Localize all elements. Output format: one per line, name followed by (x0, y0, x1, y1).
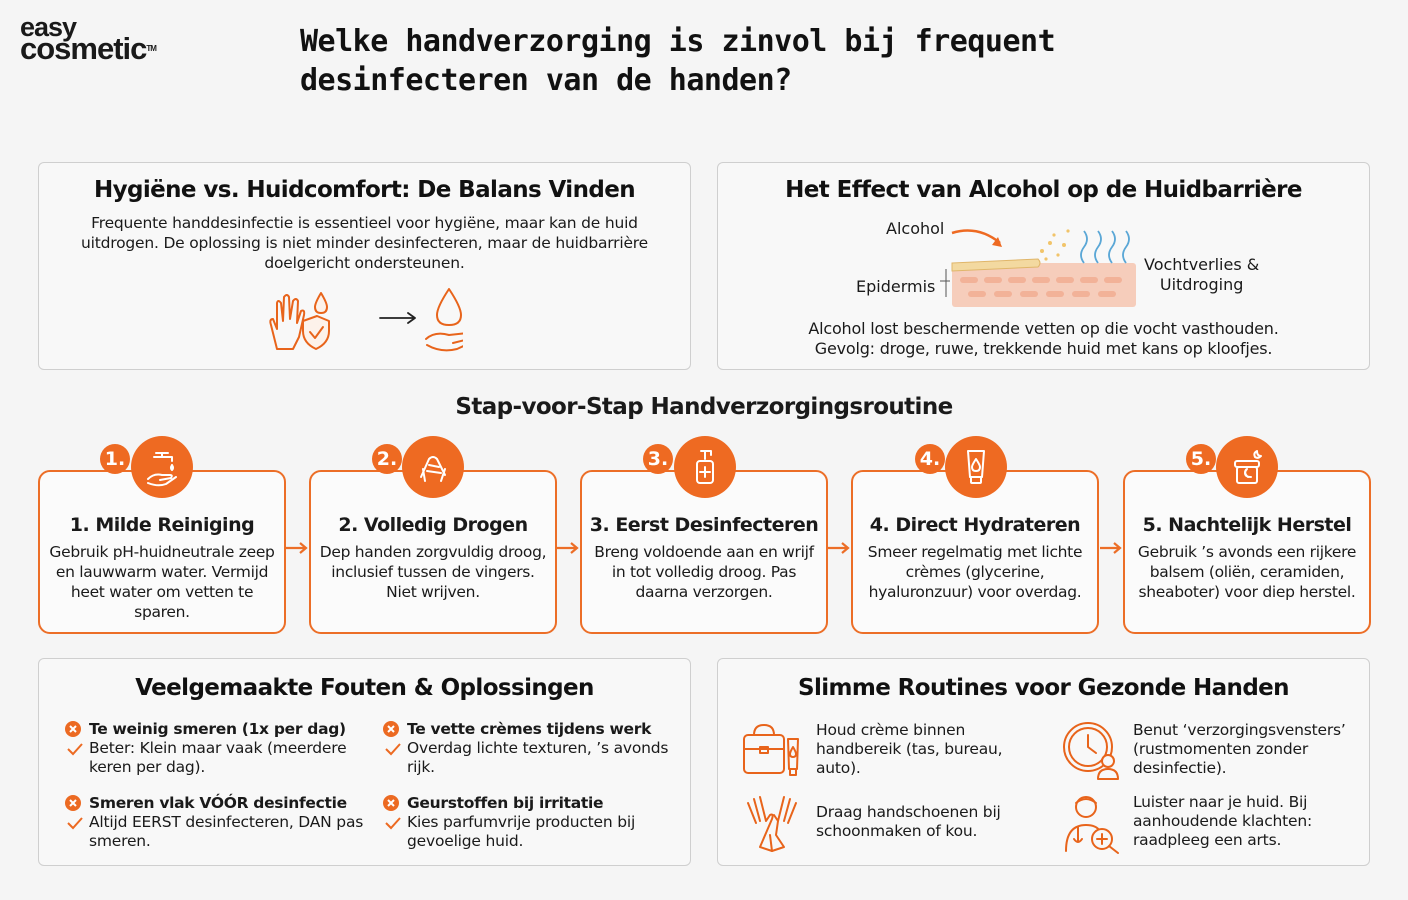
fix-text-4: Kies parfumvrije producten bij gevoelige… (407, 813, 636, 850)
epidermis-label: Epidermis (856, 277, 936, 296)
step-card-4: 4. Direct Hydrateren Smeer regelmatig me… (851, 470, 1099, 634)
routines-heading: Slimme Routines voor Gezonde Handen (798, 675, 1290, 701)
skin-barrier-diagram (940, 229, 1136, 307)
sanitizer-pump-icon (696, 450, 714, 484)
step-5-icon-circle (1216, 436, 1278, 498)
step-arrow-3-icon (828, 542, 850, 554)
routines-card: Slimme Routines voor Gezonde Handen Houd… (717, 658, 1370, 866)
mistakes-heading: Veelgemaakte Fouten & Oplossingen (135, 675, 594, 701)
balance-text: Frequente handdesinfectie is essentieel … (81, 214, 648, 272)
page-title: Welke handverzorging is zinvol bij frequ… (300, 24, 1056, 98)
routine-text-4: Luister naar je huid. Bij aanhoudende kl… (1133, 793, 1313, 849)
mistake-item-1: Te weinig smeren (1x per dag) Beter: Kle… (65, 719, 365, 777)
cream-tube-icon (967, 450, 985, 484)
step-arrow-2-icon (557, 542, 579, 554)
step-arrow-4-icon (1100, 542, 1122, 554)
gloves-icon (747, 796, 797, 852)
balance-card: Hygiëne vs. Huidcomfort: De Balans Vinde… (38, 162, 691, 370)
step-text-1: Gebruik pH-huidneutrale zeep en lauwwarm… (49, 543, 275, 621)
fix-text-2: Overdag lichte texturen, ’s avonds rijk. (407, 739, 669, 776)
step-number-2: 2. (372, 444, 402, 474)
alcohol-heading: Het Effect van Alcohol op de Huidbarrièr… (785, 177, 1302, 203)
balance-heading: Hygiëne vs. Huidcomfort: De Balans Vinde… (93, 177, 636, 203)
alcohol-text-line-1: Alcohol lost beschermende vetten op die … (808, 319, 1279, 338)
step-title-5: 5. Nachtelijk Herstel (1142, 514, 1352, 536)
mistake-text-2: Te vette crèmes tijdens werk (407, 720, 652, 738)
check-icon (385, 817, 401, 830)
step-3-icon-circle (674, 436, 736, 498)
alcohol-text: Alcohol lost beschermende vetten op die … (718, 319, 1369, 359)
step-number-3: 3. (643, 444, 673, 474)
towel-hands-icon (420, 456, 446, 482)
step-text-3: Breng voldoende aan en wrijf in tot voll… (594, 543, 814, 601)
step-2-icon-circle (402, 436, 464, 498)
step-number-5: 5. (1186, 444, 1216, 474)
step-title-1: 1. Milde Reiniging (69, 514, 255, 536)
routine-text-3: Draag handschoenen bij schoonmaken of ko… (816, 803, 1001, 840)
fix-text-3: Altijd EERST desinfecteren, DAN pas smer… (89, 813, 364, 850)
fix-text-1: Beter: Klein maar vaak (meerdere keren p… (89, 739, 347, 776)
bag-cream-icon (743, 724, 799, 776)
faucet-hand-icon (147, 452, 177, 487)
routine-heading: Stap-voor-Stap Handverzorgingsroutine (455, 394, 953, 420)
mistake-item-2: Te vette crèmes tijdens werk Overdag lic… (383, 719, 673, 777)
alcohol-text-line-2: Gevolg: droge, ruwe, trekkende huid met … (814, 339, 1273, 358)
mistakes-card: Veelgemaakte Fouten & Oplossingen Te wei… (38, 658, 691, 866)
x-circle-icon (383, 721, 399, 737)
step-card-1: 1. Milde Reiniging Gebruik pH-huidneutra… (38, 470, 286, 634)
mistake-text-3: Smeren vlak VÓÓR desinfectie (89, 794, 347, 812)
hand-shield-to-care-icon (269, 288, 463, 352)
step-text-4: Smeer regelmatig met lichte crèmes (glyc… (867, 543, 1083, 601)
x-circle-icon (65, 721, 81, 737)
check-icon (385, 743, 401, 756)
x-circle-icon (65, 795, 81, 811)
step-number-1: 1. (100, 444, 130, 474)
x-circle-icon (383, 795, 399, 811)
routine-text-2: Benut ‘verzorgingsvensters’ (rustmomente… (1133, 721, 1346, 777)
mistake-item-4: Geurstoffen bij irritatie Kies parfumvri… (383, 793, 673, 851)
clock-person-icon (1063, 722, 1119, 780)
step-card-2: 2. Volledig Drogen Dep handen zorgvuldig… (309, 470, 557, 634)
mistake-text-1: Te weinig smeren (1x per dag) (89, 720, 346, 738)
step-text-2: Dep handen zorgvuldig droog, inclusief t… (319, 543, 547, 601)
moisture-loss-line-2: Uitdroging (1159, 275, 1244, 294)
moisture-loss-label: Vochtverlies & Uitdroging (1144, 255, 1259, 295)
logo-line-1: easy (20, 12, 77, 42)
moisture-loss-line-1: Vochtverlies & (1144, 255, 1260, 274)
step-title-2: 2. Volledig Drogen (338, 514, 528, 536)
step-number-4: 4. (915, 444, 945, 474)
night-balm-jar-icon (1234, 450, 1262, 484)
alcohol-card: Het Effect van Alcohol op de Huidbarrièr… (717, 162, 1370, 370)
brand-logo: easy cosmeticTM (20, 12, 157, 65)
step-title-3: 3. Eerst Desinfecteren (589, 514, 819, 536)
check-icon (67, 817, 83, 830)
routine-text-1: Houd crème binnen handbereik (tas, burea… (816, 721, 1003, 777)
check-icon (67, 743, 83, 756)
logo-line-2: cosmeticTM (20, 33, 157, 64)
logo-word: cosmetic (20, 31, 147, 66)
alcohol-label: Alcohol (886, 219, 945, 238)
step-text-5: Gebruik ’s avonds een rijkere balsem (ol… (1137, 543, 1357, 601)
mistake-item-3: Smeren vlak VÓÓR desinfectie Altijd EERS… (65, 793, 365, 851)
step-arrow-1-icon (286, 542, 308, 554)
step-4-icon-circle (945, 436, 1007, 498)
step-1-icon-circle (131, 436, 193, 498)
doctor-icon (1065, 796, 1119, 854)
step-title-4: 4. Direct Hydrateren (869, 514, 1081, 536)
mistake-text-4: Geurstoffen bij irritatie (407, 794, 604, 812)
logo-trademark: TM (146, 44, 157, 53)
